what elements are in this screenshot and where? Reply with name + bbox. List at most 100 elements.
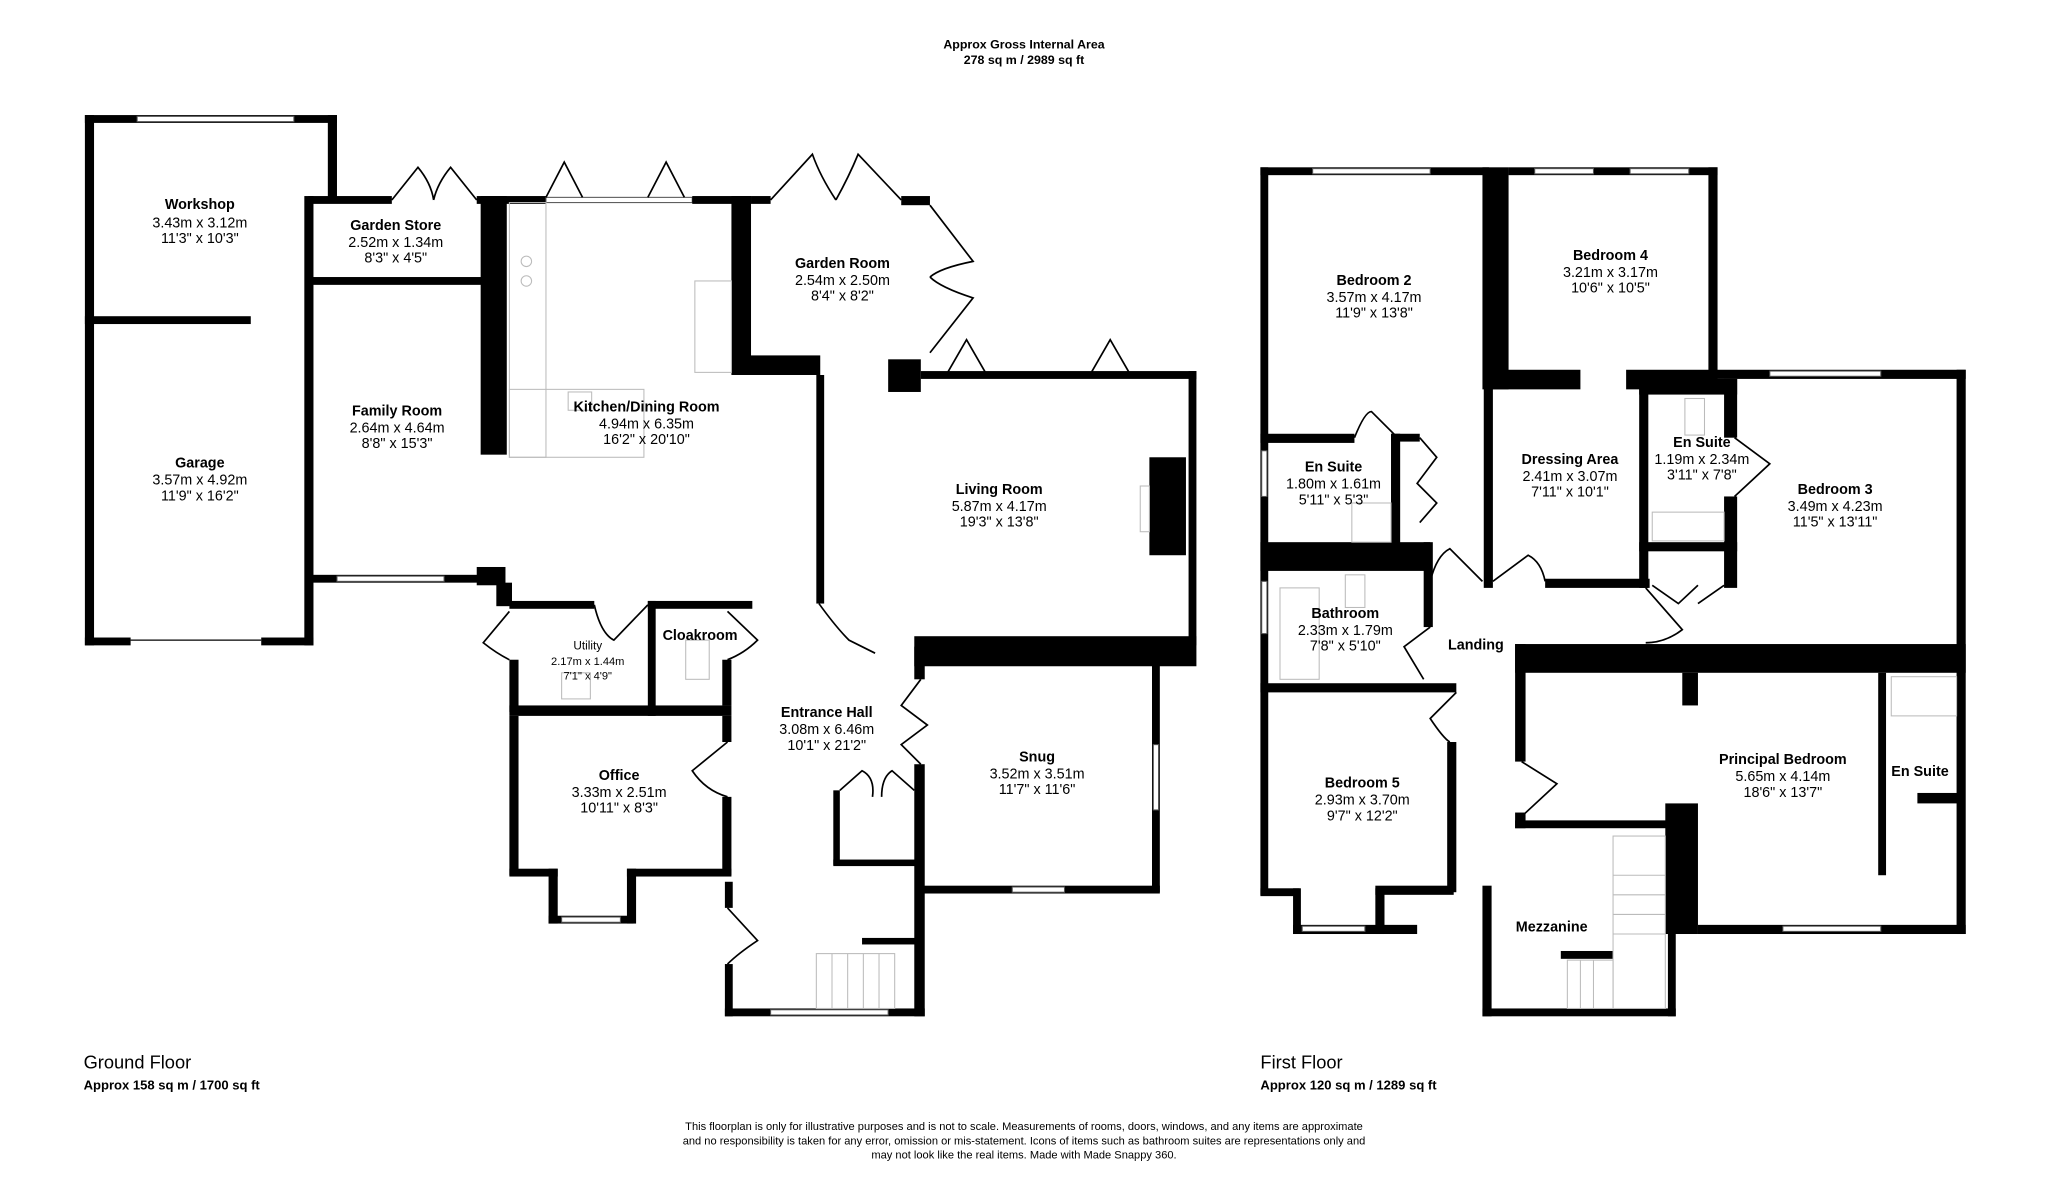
room-family-room: Family Room 2.64m x 4.64m 8'8" x 15'3"	[350, 403, 445, 452]
room-entrance-hall: Entrance Hall 3.08m x 6.46m 10'1" x 21'2…	[779, 705, 874, 754]
room-name: Garden Room	[795, 256, 890, 272]
room-snug: Snug 3.52m x 3.51m 11'7" x 11'6"	[990, 750, 1085, 799]
room-metric: 3.33m x 2.51m	[572, 785, 667, 801]
room-metric: 3.57m x 4.92m	[152, 473, 247, 489]
room-name: Bedroom 3	[1798, 482, 1873, 498]
room-bathroom: Bathroom 2.33m x 1.79m 7'8" x 5'10"	[1298, 606, 1393, 655]
room-metric: 2.17m x 1.44m	[551, 656, 624, 668]
room-name: Garage	[175, 456, 225, 472]
ground-floor-area: Approx 158 sq m / 1700 sq ft	[84, 1077, 261, 1092]
room-cloakroom: Cloakroom	[663, 628, 738, 644]
room-name: Snug	[1019, 750, 1055, 766]
gross-area-title: Approx Gross Internal Area	[943, 37, 1104, 51]
room-imperial: 5'11" x 5'3"	[1299, 492, 1369, 508]
room-landing: Landing	[1448, 637, 1504, 653]
room-name: Utility	[573, 639, 602, 652]
room-imperial: 11'5" x 13'11"	[1793, 514, 1878, 530]
room-en-suite-1: En Suite 1.80m x 1.61m 5'11" x 5'3"	[1286, 460, 1381, 509]
room-imperial: 16'2" x 20'10"	[603, 432, 690, 448]
room-metric: 3.57m x 4.17m	[1327, 290, 1422, 306]
room-name: Landing	[1448, 637, 1504, 653]
room-imperial: 11'3" x 10'3"	[161, 231, 239, 247]
first-floor-walls	[1260, 167, 1966, 1017]
room-metric: 5.65m x 4.14m	[1735, 769, 1830, 785]
room-name: En Suite	[1891, 764, 1948, 780]
room-imperial: 11'9" x 13'8"	[1335, 306, 1413, 322]
room-name: Kitchen/Dining Room	[574, 400, 720, 416]
room-name: Living Room	[956, 482, 1043, 498]
room-imperial: 7'8" x 5'10"	[1310, 639, 1381, 655]
disclaimer-line: This floorplan is only for illustrative …	[685, 1121, 1363, 1133]
room-name: Bedroom 4	[1573, 248, 1648, 264]
room-name: Bathroom	[1311, 606, 1379, 622]
room-name: Principal Bedroom	[1719, 752, 1847, 768]
room-bedroom-4: Bedroom 4 3.21m x 3.17m 10'6" x 10'5"	[1563, 248, 1658, 297]
room-metric: 1.80m x 1.61m	[1286, 477, 1381, 493]
room-metric: 2.64m x 4.64m	[350, 420, 445, 436]
room-bedroom-3: Bedroom 3 3.49m x 4.23m 11'5" x 13'11"	[1788, 482, 1883, 531]
room-imperial: 10'1" x 21'2"	[787, 738, 866, 754]
room-imperial: 11'9" x 16'2"	[161, 488, 239, 504]
room-imperial: 10'6" x 10'5"	[1571, 281, 1650, 297]
ground-floor-walls	[84, 115, 1197, 1017]
room-imperial: 3'11" x 7'8"	[1667, 467, 1737, 483]
room-bedroom-2: Bedroom 2 3.57m x 4.17m 11'9" x 13'8"	[1327, 273, 1422, 322]
room-metric: 5.87m x 4.17m	[952, 499, 1047, 515]
room-name: Office	[599, 768, 640, 784]
room-name: Family Room	[352, 403, 442, 419]
room-metric: 3.52m x 3.51m	[990, 767, 1085, 783]
room-kitchen-dining: Kitchen/Dining Room 4.94m x 6.35m 16'2" …	[574, 400, 720, 449]
room-garage: Garage 3.57m x 4.92m 11'9" x 16'2"	[152, 456, 247, 505]
room-imperial: 10'11" x 8'3"	[580, 801, 658, 817]
room-imperial: 7'11" x 10'1"	[1531, 484, 1609, 500]
room-metric: 2.41m x 3.07m	[1522, 469, 1617, 485]
ground-floor-label: Ground Floor	[84, 1052, 192, 1073]
room-imperial: 8'3" x 4'5"	[364, 251, 427, 267]
room-imperial: 19'3" x 13'8"	[960, 514, 1039, 530]
room-name: Bedroom 2	[1337, 273, 1412, 289]
room-name: Workshop	[165, 197, 235, 213]
room-name: En Suite	[1305, 460, 1362, 476]
disclaimer-line: and no responsibility is taken for any e…	[683, 1135, 1366, 1147]
first-floor-labels: Bedroom 2 3.57m x 4.17m 11'9" x 13'8" Be…	[1286, 248, 1949, 935]
room-dressing-area: Dressing Area 2.41m x 3.07m 7'11" x 10'1…	[1522, 452, 1620, 501]
room-office: Office 3.33m x 2.51m 10'11" x 8'3"	[572, 768, 667, 817]
room-metric: 3.43m x 3.12m	[152, 215, 247, 231]
room-name: Entrance Hall	[781, 705, 873, 721]
first-floor-area: Approx 120 sq m / 1289 sq ft	[1260, 1077, 1437, 1092]
room-garden-room: Garden Room 2.54m x 2.50m 8'4" x 8'2"	[795, 256, 890, 305]
room-metric: 3.08m x 6.46m	[779, 722, 874, 738]
room-imperial: 18'6" x 13'7"	[1743, 785, 1822, 801]
room-imperial: 9'7" x 12'2"	[1327, 808, 1398, 824]
room-living-room: Living Room 5.87m x 4.17m 19'3" x 13'8"	[952, 482, 1047, 531]
room-garden-store: Garden Store 2.52m x 1.34m 8'3" x 4'5"	[348, 218, 443, 267]
room-metric: 2.93m x 3.70m	[1315, 793, 1410, 809]
room-bedroom-5: Bedroom 5 2.93m x 3.70m 9'7" x 12'2"	[1315, 776, 1410, 825]
ground-floor-labels: Workshop 3.43m x 3.12m 11'3" x 10'3" Gar…	[152, 197, 1084, 816]
room-name: Dressing Area	[1522, 452, 1620, 468]
room-name: Mezzanine	[1516, 919, 1588, 935]
room-imperial: 11'7" x 11'6"	[999, 782, 1076, 798]
room-metric: 2.33m x 1.79m	[1298, 623, 1393, 639]
room-name: Cloakroom	[663, 628, 738, 644]
room-imperial: 7'1" x 4'9"	[563, 670, 612, 682]
room-metric: 2.54m x 2.50m	[795, 273, 890, 289]
gross-area-value: 278 sq m / 2989 sq ft	[964, 53, 1085, 67]
room-imperial: 8'4" x 8'2"	[811, 289, 874, 305]
room-metric: 3.49m x 4.23m	[1788, 499, 1883, 515]
room-mezzanine: Mezzanine	[1516, 919, 1588, 935]
room-workshop: Workshop 3.43m x 3.12m 11'3" x 10'3"	[152, 197, 247, 247]
room-metric: 1.19m x 2.34m	[1654, 452, 1749, 468]
room-imperial: 8'8" x 15'3"	[362, 436, 433, 452]
room-en-suite-2: En Suite 1.19m x 2.34m 3'11" x 7'8"	[1654, 435, 1749, 484]
room-name: Garden Store	[350, 218, 441, 234]
first-floor-label: First Floor	[1260, 1052, 1342, 1073]
room-utility: Utility 2.17m x 1.44m 7'1" x 4'9"	[551, 639, 624, 682]
room-metric: 4.94m x 6.35m	[599, 417, 694, 433]
room-name: Bedroom 5	[1325, 776, 1400, 792]
room-metric: 3.21m x 3.17m	[1563, 265, 1658, 281]
disclaimer-line: may not look like the real items. Made w…	[871, 1150, 1176, 1162]
room-en-suite-3: En Suite	[1891, 764, 1948, 780]
room-name: En Suite	[1673, 435, 1730, 451]
